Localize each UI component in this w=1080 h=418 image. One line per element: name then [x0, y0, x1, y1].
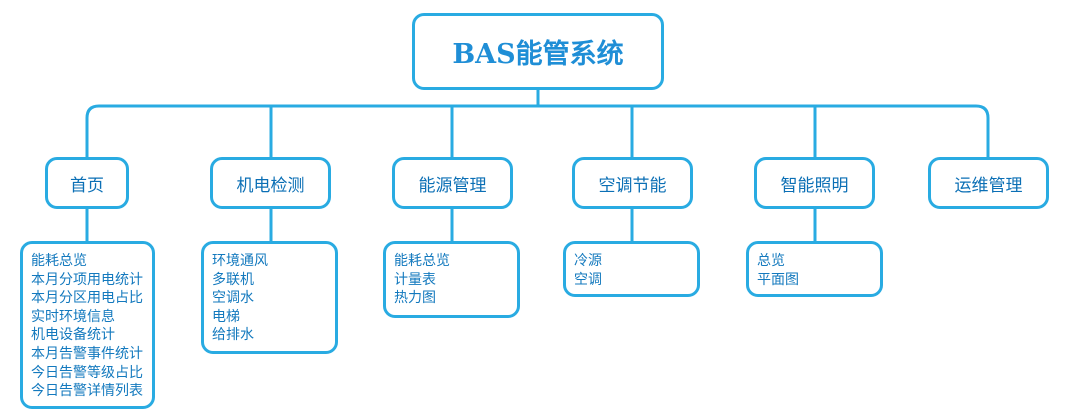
node-kongtiao-jieneng: 空调节能: [572, 157, 693, 209]
sublist-item: 环境通风: [212, 253, 268, 269]
root-title: BAS能管系统: [452, 39, 624, 70]
sublist-zhineng-zhaoming: 总览 平面图: [746, 241, 883, 297]
sublist-item: 本月分项用电统计: [31, 271, 143, 288]
sublist-jidian-jiance: 环境通风 多联机 空调水 电梯 给排水: [201, 241, 338, 354]
sublist-item: 本月分区用电占比: [31, 290, 143, 307]
sublist-nengyuan-guanli: 能耗总览 计量表 热力图: [383, 241, 520, 318]
sublist-kongtiao-jieneng: 冷源 空调: [563, 241, 700, 297]
sublist-item: 冷源: [574, 253, 602, 269]
sublist-item: 总览: [757, 253, 785, 269]
node-jidian-jiance: 机电检测: [210, 157, 331, 209]
sublist-item: 实时环境信息: [31, 308, 115, 325]
sublist-item: 今日告警等级占比: [31, 364, 143, 381]
sublist-item: 本月告警事件统计: [31, 345, 143, 362]
node-yunwei-guanli: 运维管理: [928, 157, 1049, 209]
sublist-item: 空调: [574, 271, 602, 288]
root-node: BAS能管系统: [412, 13, 664, 90]
sublist-item: 空调水: [212, 290, 254, 307]
node-shouye: 首页: [45, 157, 129, 209]
sublist-item: 多联机: [212, 271, 254, 288]
sublist-item: 能耗总览: [394, 253, 450, 269]
sublist-item: 计量表: [394, 271, 436, 288]
sublist-item: 电梯: [212, 308, 240, 325]
connector-bus: [85, 104, 990, 160]
sublist-item: 热力图: [394, 290, 436, 307]
node-nengyuan-guanli: 能源管理: [392, 157, 513, 209]
node-label: 能源管理: [418, 175, 487, 196]
sublist-item: 今日告警详情列表: [31, 383, 143, 400]
sublist-item: 给排水: [212, 327, 254, 344]
sublist-item: 平面图: [757, 271, 799, 288]
node-label: 机电检测: [236, 175, 305, 196]
node-label: 智能照明: [780, 175, 849, 196]
node-label: 首页: [70, 175, 104, 196]
sublist-item: 机电设备统计: [31, 327, 115, 344]
node-label: 空调节能: [598, 175, 667, 196]
node-label: 运维管理: [954, 175, 1023, 196]
sublist-item: 能耗总览: [31, 253, 87, 269]
sublist-shouye: 能耗总览 本月分项用电统计 本月分区用电占比 实时环境信息 机电设备统计 本月告…: [20, 241, 155, 409]
node-zhineng-zhaoming: 智能照明: [754, 157, 875, 209]
